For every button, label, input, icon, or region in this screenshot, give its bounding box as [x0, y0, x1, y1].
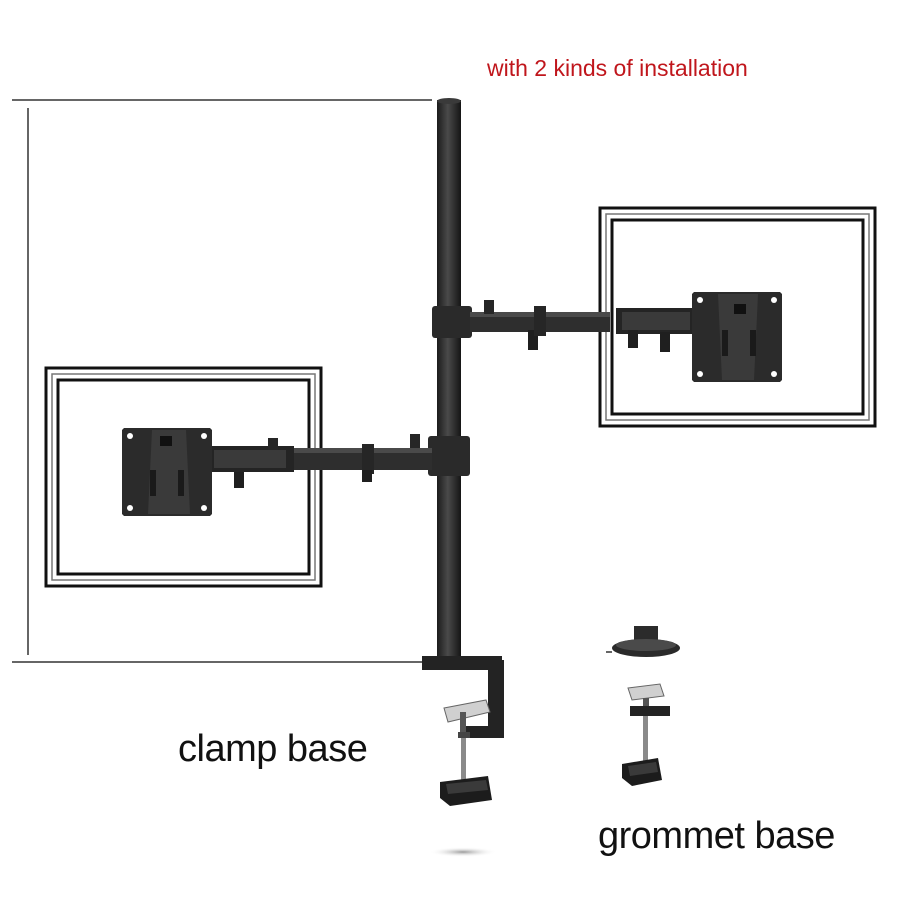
grommet-base-label: grommet base: [598, 815, 835, 857]
vesa-plate-right: [692, 292, 782, 382]
left-monitor-frame: [44, 366, 323, 588]
vertical-pole: [437, 98, 461, 660]
installation-caption: with 2 kinds of installation: [487, 55, 748, 81]
guide-lines: [12, 99, 432, 663]
clamp-base-label: clamp base: [178, 728, 368, 770]
upper-arm: [432, 300, 696, 352]
vesa-plate-left: [122, 428, 212, 516]
clamp-shadow: [429, 847, 497, 857]
c-clamp: [422, 656, 504, 806]
grommet-mount: [606, 626, 680, 786]
lower-arm: [208, 434, 470, 488]
